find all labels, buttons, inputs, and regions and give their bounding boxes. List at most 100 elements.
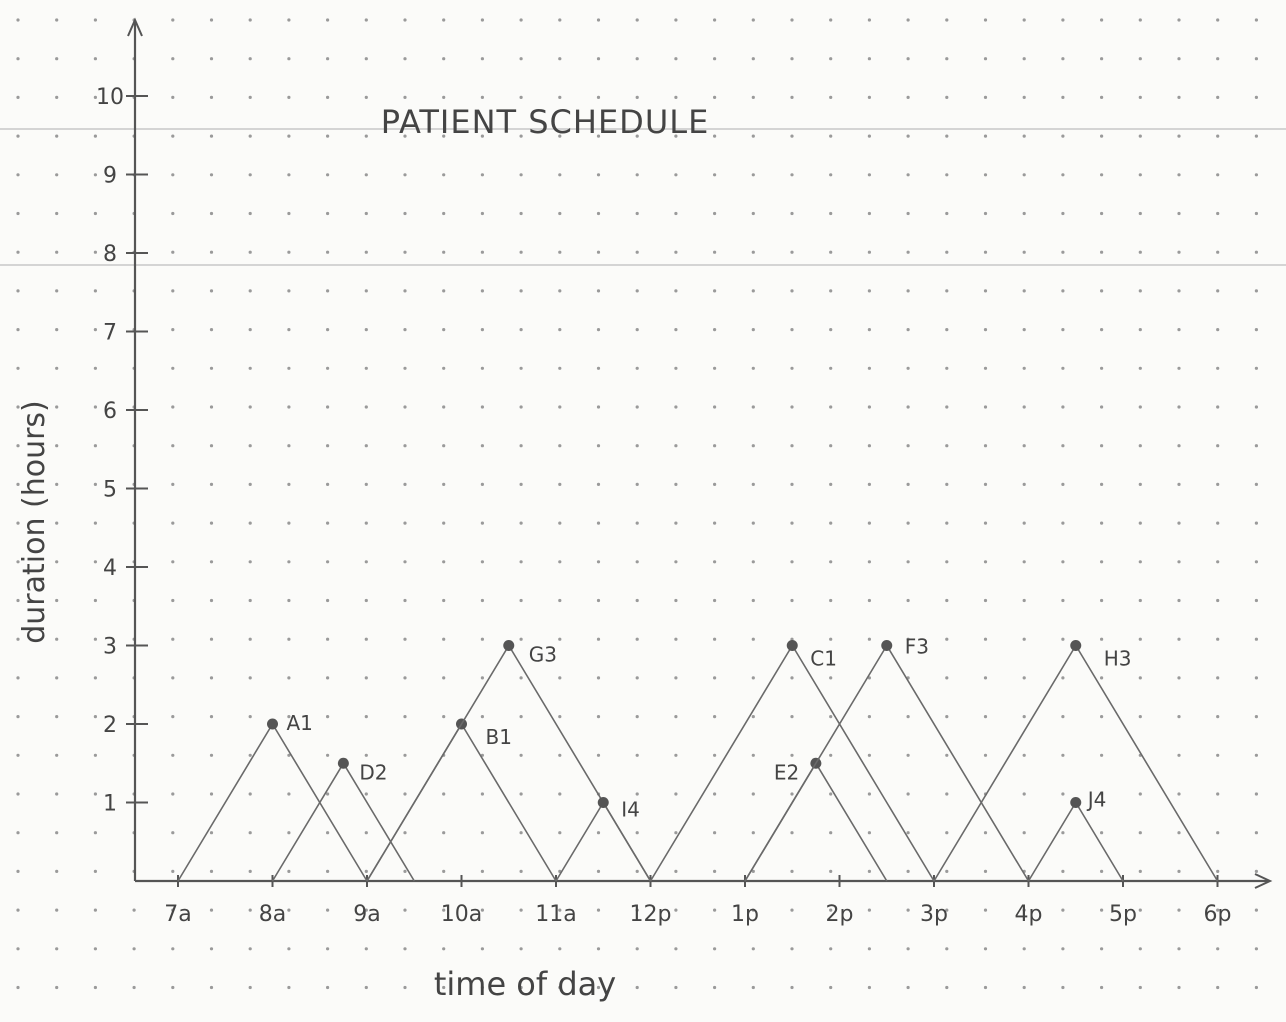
x-axis-label: time of day [434,965,616,1003]
grid-dot [1177,947,1181,951]
x-tick-label: 6p [1204,902,1232,927]
grid-dot [983,211,988,216]
grid-dot [635,173,639,177]
grid-dot [364,985,368,990]
grid-dot [635,328,639,332]
grid-dot [1254,211,1258,216]
grid-dot [674,444,678,448]
grid-dot [635,908,639,912]
grid-dot [519,405,523,409]
x-tick-label: 11a [535,902,576,927]
grid-dot [1100,328,1104,332]
grid-dot [1061,57,1065,61]
grid-dot [829,598,833,603]
grid-dot [829,521,833,525]
series-line-B1 [366,723,557,882]
grid-dot [364,289,368,293]
grid-dot [558,947,562,951]
grid-dot [945,134,949,138]
grid-dot [596,637,601,641]
grid-dot [93,831,97,835]
grid-dot [519,57,523,61]
grid-dot [751,328,755,332]
grid-dot [93,18,97,22]
series-E2: E2 [744,757,888,882]
grid-dot [403,598,407,603]
grid-dot [906,908,910,912]
grid-dot [93,95,97,99]
grid-dot [790,831,794,835]
grid-dot [867,482,872,486]
grid-dot [1138,18,1142,22]
grid-dot [945,482,949,486]
grid-dot [1100,753,1104,757]
grid-dot [1254,18,1258,22]
grid-dot [519,18,523,22]
grid-dot [480,482,484,486]
grid-dot [1022,328,1026,332]
grid-dot [1061,598,1065,603]
grid-dot [442,947,446,951]
grid-dot [209,831,214,835]
grid-dot [1254,715,1258,719]
grid-dot [519,753,523,757]
grid-dot [867,985,872,990]
grid-dot [287,289,291,293]
grid-dot [945,676,949,680]
grid-dot [1138,947,1142,951]
grid-dot [1022,134,1026,138]
grid-dot [287,211,291,216]
grid-dot [55,250,59,254]
grid-dot [983,676,988,680]
grid-dot [558,637,562,641]
grid-dot [596,947,601,951]
grid-dot [635,57,639,61]
x-tick-label: 2p [826,902,854,927]
grid-dot [248,134,252,138]
grid-dot [93,637,97,641]
y-tick-label: 6 [103,399,117,424]
grid-dot [558,598,562,603]
grid-dot [1061,444,1065,448]
grid-dot [713,947,717,951]
grid-dot [635,792,639,796]
grid-dot [403,366,407,370]
grid-dot [480,985,484,990]
grid-dot [596,869,601,874]
grid-dot [674,560,678,564]
grid-dot [248,947,252,951]
grid-dot [209,405,214,409]
grid-dot [442,908,446,912]
grid-dot [209,289,214,293]
grid-dot [713,637,717,641]
grid-dot [1100,444,1104,448]
grid-dot [209,482,214,486]
grid-dot [16,831,20,835]
grid-dot [16,328,20,332]
grid-dot [596,908,601,912]
grid-dot [1138,560,1142,564]
grid-dot [171,947,175,951]
grid-dot [945,95,949,99]
grid-dot [1177,18,1181,22]
grid-dot [326,869,330,874]
grid-dot [1022,792,1026,796]
grid-dot [364,637,368,641]
grid-dot [171,521,175,525]
grid-dot [596,560,601,564]
grid-dot [674,947,678,951]
grid-dot [906,173,910,177]
grid-dot [596,598,601,603]
grid-dot [171,405,175,409]
grid-dot [558,57,562,61]
grid-dot [16,250,20,254]
grid-dot [364,405,368,409]
grid-dot [906,57,910,61]
grid-dot [16,444,20,448]
grid-dot [326,134,330,138]
grid-dot [1022,57,1026,61]
grid-dot [596,405,601,409]
grid-dot [674,676,678,680]
grid-dot [403,521,407,525]
